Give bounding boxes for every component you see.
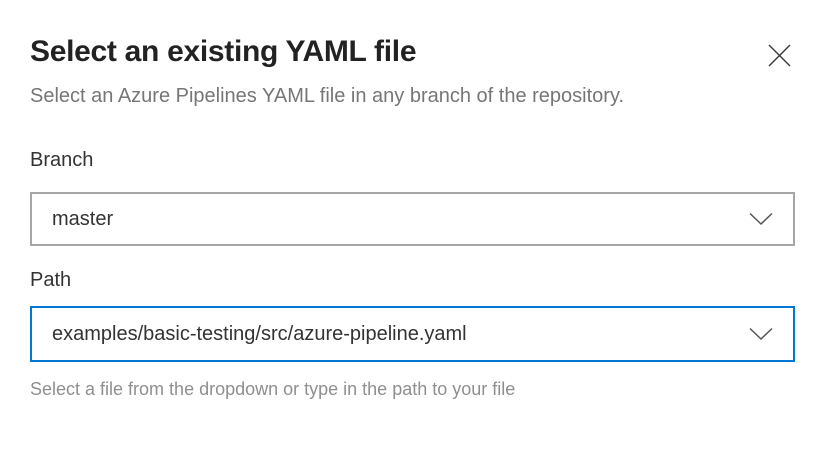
chevron-down-icon [749, 212, 773, 226]
path-helper-text: Select a file from the dropdown or type … [30, 379, 516, 399]
dialog-subtitle: Select an Azure Pipelines YAML file in a… [30, 85, 625, 107]
path-input[interactable] [32, 308, 793, 360]
path-label: Path [30, 269, 72, 291]
branch-selected-value: master [52, 207, 114, 230]
close-button[interactable] [762, 38, 796, 72]
close-icon [768, 44, 790, 66]
branch-dropdown[interactable]: master [30, 192, 795, 246]
branch-label: Branch [30, 149, 94, 171]
dialog-title: Select an existing YAML file [30, 35, 417, 68]
path-combobox[interactable] [30, 306, 795, 362]
